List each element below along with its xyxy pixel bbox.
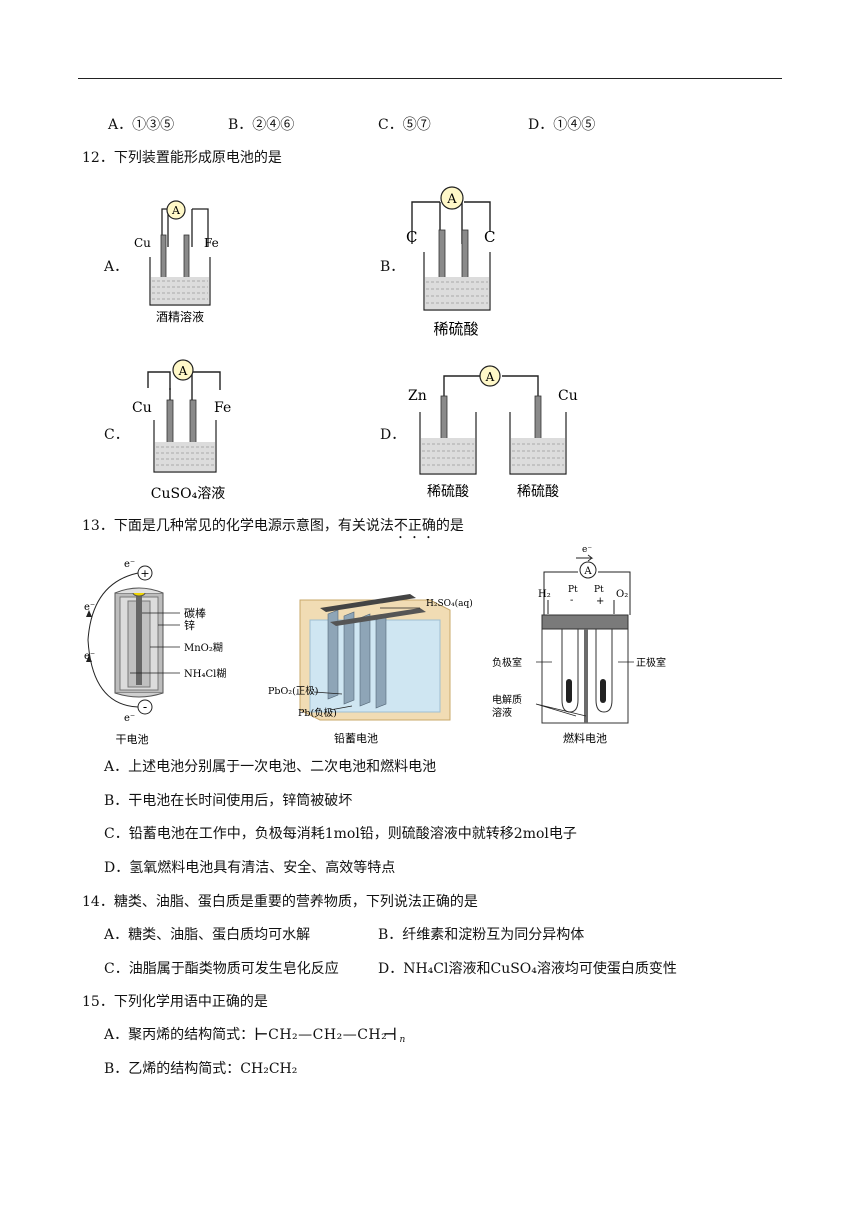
svg-text:稀硫酸: 稀硫酸 bbox=[517, 484, 559, 500]
svg-text:e⁻: e⁻ bbox=[124, 559, 135, 570]
svg-text:Pt: Pt bbox=[594, 585, 604, 595]
svg-text:Cu: Cu bbox=[132, 400, 152, 416]
svg-text:CuSO₄溶液: CuSO₄溶液 bbox=[151, 486, 225, 502]
header-rule bbox=[78, 78, 782, 79]
q14-option-b[interactable]: B．纤维素和淀粉互为同分异构体 bbox=[378, 927, 585, 943]
svg-text:干电池: 干电池 bbox=[116, 733, 149, 746]
q14-option-c[interactable]: C．油脂属于酯类物质可发生皂化反应 bbox=[104, 961, 339, 977]
svg-text:稀硫酸: 稀硫酸 bbox=[433, 320, 478, 338]
svg-text:A: A bbox=[583, 566, 592, 577]
q13-option-b[interactable]: B．干电池在长时间使用后，锌筒被破坏 bbox=[104, 793, 353, 809]
svg-text:Fe: Fe bbox=[214, 400, 231, 416]
ammeter-icon bbox=[440, 186, 464, 210]
svg-text:C: C bbox=[406, 228, 417, 246]
q13-lead-acid-figure: H₂SO₄(aq) PbO₂(正极) Pb(负极) 铅蓄电池 bbox=[268, 594, 473, 745]
q12-option-d-label[interactable]: D． bbox=[380, 427, 406, 443]
svg-text:负极室: 负极室 bbox=[492, 656, 522, 669]
q14-stem: 14．糖类、油脂、蛋白质是重要的营养物质，下列说法正确的是 bbox=[82, 894, 478, 910]
svg-text:Cu: Cu bbox=[558, 388, 578, 404]
svg-text:Cu: Cu bbox=[134, 236, 151, 250]
svg-text:NH₄Cl糊: NH₄Cl糊 bbox=[184, 667, 226, 680]
svg-text:稀硫酸: 稀硫酸 bbox=[427, 484, 469, 500]
svg-text:MnO₂糊: MnO₂糊 bbox=[184, 641, 223, 654]
q12-apparatus-d: A Zn Cu 稀硫酸 稀硫酸 bbox=[408, 365, 578, 500]
svg-text:A: A bbox=[446, 192, 457, 207]
q13-option-a[interactable]: A．上述电池分别属于一次电池、二次电池和燃料电池 bbox=[104, 759, 437, 775]
q11-option-d[interactable]: D．①④⑤ bbox=[528, 117, 596, 133]
q12-apparatus-b: A C C 稀硫酸 bbox=[406, 186, 495, 338]
svg-text:Zn: Zn bbox=[408, 388, 427, 404]
q15-option-a-label: A．聚丙烯的结构简式： bbox=[104, 1027, 255, 1043]
ammeter-icon bbox=[479, 365, 501, 387]
svg-text:-: - bbox=[143, 700, 147, 714]
q13-option-c[interactable]: C．铅蓄电池在工作中，负极每消耗1mol铅，则硫酸溶液中就转移2mol电子 bbox=[104, 826, 577, 842]
ammeter-icon bbox=[172, 359, 194, 381]
svg-text:电解质: 电解质 bbox=[492, 693, 522, 706]
q13-fuel-cell-figure: e⁻ A H₂ Pt - Pt + O₂ 负极室 正极室 电解质 溶液 燃料电池 bbox=[492, 545, 666, 745]
q15-option-a[interactable]: A．聚丙烯的结构简式： ⊢ CH₂—CH₂—CH₂ ⊣ n bbox=[104, 1024, 406, 1045]
svg-text:Pt: Pt bbox=[568, 585, 578, 595]
svg-text:溶液: 溶液 bbox=[492, 706, 512, 719]
svg-text:+: + bbox=[596, 596, 604, 607]
svg-text:正极室: 正极室 bbox=[636, 656, 666, 669]
svg-text:酒精溶液: 酒精溶液 bbox=[156, 309, 204, 324]
svg-text:+: + bbox=[140, 567, 149, 580]
svg-text:锌: 锌 bbox=[184, 618, 195, 632]
svg-text:PbO₂(正极): PbO₂(正极) bbox=[268, 685, 318, 697]
q12-apparatus-c: A Cu Fe CuSO₄溶液 bbox=[132, 359, 231, 502]
q12-stem: 12．下列装置能形成原电池的是 bbox=[82, 150, 282, 166]
q15-stem: 15．下列化学用语中正确的是 bbox=[82, 994, 268, 1010]
svg-text:A: A bbox=[171, 204, 181, 217]
q11-option-b[interactable]: B．②④⑥ bbox=[228, 117, 295, 133]
q15-option-a-formula: ⊢ CH₂—CH₂—CH₂ ⊣ n bbox=[254, 1025, 406, 1045]
svg-text:C: C bbox=[484, 228, 495, 246]
svg-text:e⁻: e⁻ bbox=[124, 713, 135, 724]
svg-text:e⁻: e⁻ bbox=[582, 545, 592, 555]
svg-text:H₂: H₂ bbox=[538, 589, 551, 600]
ammeter-icon bbox=[579, 561, 597, 579]
svg-text:Pb(负极): Pb(负极) bbox=[298, 707, 337, 719]
q12-option-b-label[interactable]: B． bbox=[380, 259, 405, 275]
svg-text:碳棒: 碳棒 bbox=[184, 606, 206, 620]
q15-option-b[interactable]: B．乙烯的结构简式：CH₂CH₂ bbox=[104, 1061, 298, 1077]
q12-apparatus-a: A Cu Fe 酒精溶液 bbox=[134, 200, 219, 324]
q13-option-d[interactable]: D．氢氧燃料电池具有清洁、安全、高效等特点 bbox=[104, 860, 396, 876]
ammeter-icon bbox=[166, 200, 186, 220]
q13-dry-cell-figure: + - e⁻ e⁻ e⁻ e⁻ 碳棒 锌 MnO₂糊 NH₄Cl糊 干电池 bbox=[84, 559, 226, 746]
svg-text:Fe: Fe bbox=[204, 236, 219, 250]
q13-stem: 13．下面是几种常见的化学电源示意图，有关说法不正确的是 bbox=[82, 518, 464, 534]
q11-option-a[interactable]: A．①③⑤ bbox=[108, 117, 175, 133]
svg-text:燃料电池: 燃料电池 bbox=[563, 731, 607, 745]
svg-text:A: A bbox=[178, 364, 188, 378]
svg-text:H₂SO₄(aq): H₂SO₄(aq) bbox=[426, 598, 473, 609]
q11-option-c[interactable]: C．⑤⑦ bbox=[378, 117, 431, 133]
svg-text:e⁻: e⁻ bbox=[84, 651, 95, 662]
svg-text:e⁻: e⁻ bbox=[84, 602, 95, 613]
q14-option-a[interactable]: A．糖类、油脂、蛋白质均可水解 bbox=[104, 927, 311, 943]
svg-text:-: - bbox=[570, 595, 573, 606]
svg-text:O₂: O₂ bbox=[616, 589, 628, 600]
svg-text:A: A bbox=[485, 370, 495, 384]
q12-option-a-label[interactable]: A． bbox=[104, 259, 129, 275]
q12-option-c-label[interactable]: C． bbox=[104, 427, 129, 443]
q14-option-d[interactable]: D．NH₄Cl溶液和CuSO₄溶液均可使蛋白质变性 bbox=[378, 961, 677, 977]
svg-text:铅蓄电池: 铅蓄电池 bbox=[334, 731, 378, 745]
